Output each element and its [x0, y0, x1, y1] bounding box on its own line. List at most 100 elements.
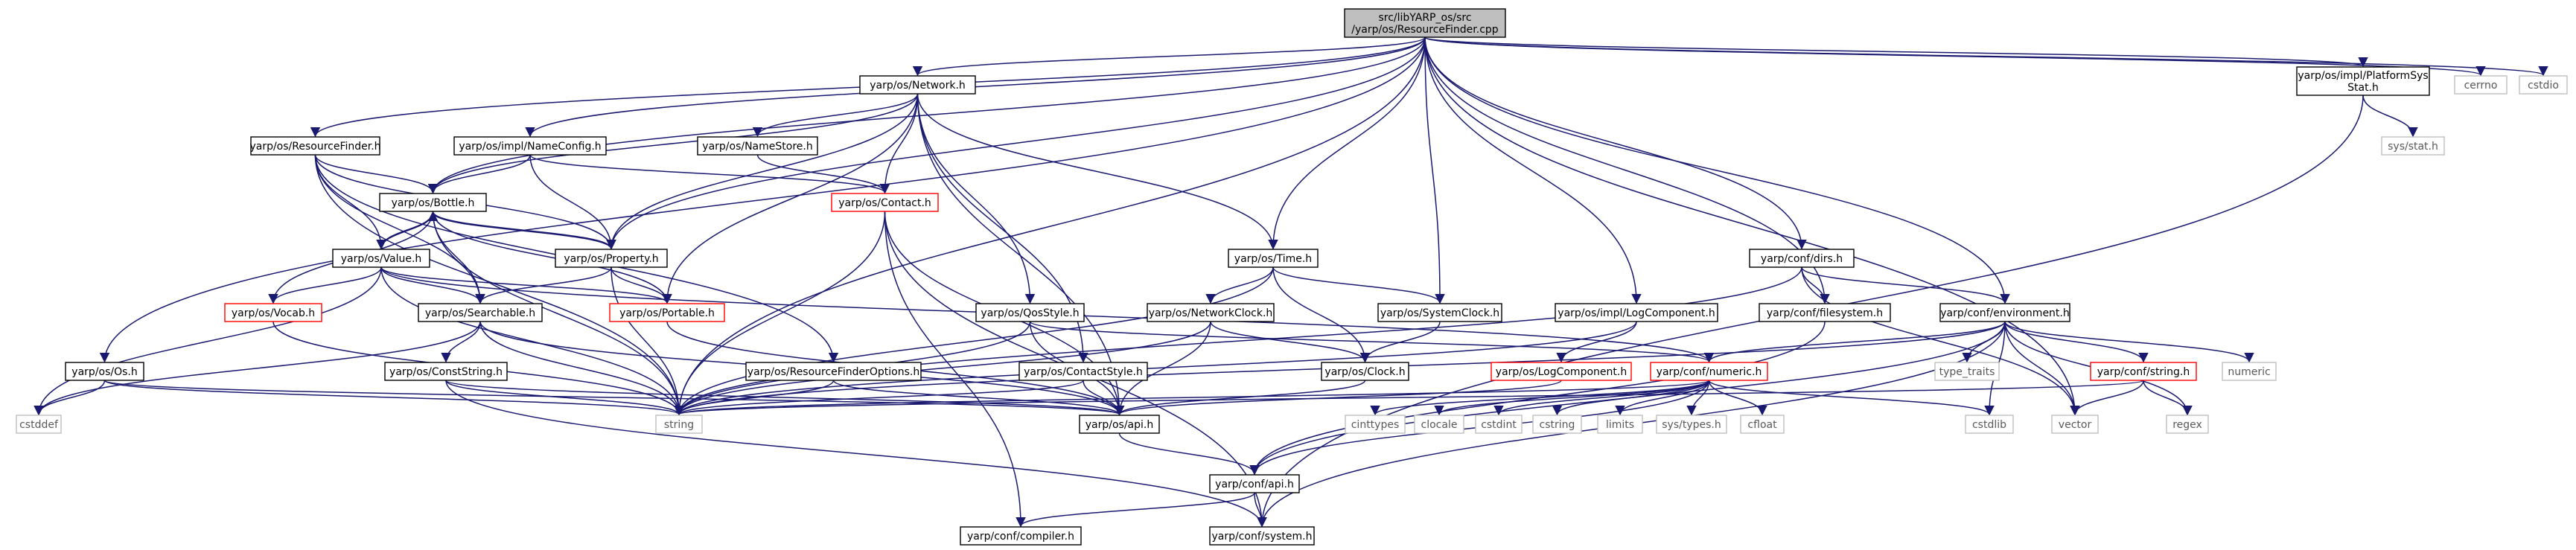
node-box [1939, 303, 2070, 322]
node-root[interactable]: src/libYARP_os/src/yarp/os/ResourceFinde… [1344, 8, 1506, 38]
edge-value-to-string [380, 266, 684, 416]
node-label: yarp/os/Vocab.h [232, 307, 315, 319]
node-box [1209, 474, 1300, 493]
node-netclock[interactable]: yarp/os/NetworkClock.h [1147, 303, 1275, 322]
node-label: yarp/os/QosStyle.h [981, 307, 1079, 319]
node-box [1475, 415, 1523, 434]
node-label: cerrno [2464, 80, 2498, 92]
edge-value-to-cstddef [34, 266, 382, 416]
node-label: yarp/os/Clock.h [1324, 366, 1405, 378]
node-searchable[interactable]: yarp/os/Searchable.h [418, 303, 543, 322]
node-time[interactable]: yarp/os/Time.h [1228, 249, 1319, 268]
node-box [1597, 415, 1643, 434]
edge-time-to-sysclock [1272, 266, 1445, 304]
node-label: yarp/os/Bottle.h [392, 197, 475, 209]
node-namestore[interactable]: yarp/os/NameStore.h [697, 136, 818, 156]
node-vocab[interactable]: yarp/os/Vocab.h [224, 303, 322, 322]
edge-confstring-to-string [675, 380, 2144, 416]
edge-value-to-vocab [268, 266, 382, 304]
node-systypes: sys/types.h [1656, 415, 1727, 434]
node-box [745, 362, 922, 381]
node-label: yarp/os/Searchable.h [425, 307, 535, 319]
edge-clock-to-osapi [1114, 380, 1366, 416]
edge-confapi-to-compiler [1016, 492, 1255, 528]
node-label: cstdint [1481, 419, 1517, 431]
node-network[interactable]: yarp/os/Network.h [859, 75, 976, 95]
node-value[interactable]: yarp/os/Value.h [332, 249, 430, 268]
node-sysclock[interactable]: yarp/os/SystemClock.h [1377, 303, 1502, 322]
node-clock[interactable]: yarp/os/Clock.h [1321, 362, 1409, 381]
node-box [332, 249, 430, 268]
node-label: yarp/os/Property.h [564, 253, 658, 265]
node-cstddef: cstddef [16, 415, 62, 434]
edge-numeric-to-cstdlib [1708, 380, 1995, 416]
node-contactstyle[interactable]: yarp/os/ContactStyle.h [1018, 362, 1148, 381]
node-box [1018, 362, 1148, 381]
node-cstdlib: cstdlib [1965, 415, 2014, 434]
node-label: yarp/os/NetworkClock.h [1149, 307, 1273, 319]
edge-sysclock-to-clock [1359, 321, 1441, 363]
edge-root-to-sysclock [1424, 36, 1445, 304]
node-label: yarp/os/LogComponent.h [1496, 366, 1627, 378]
edge-confstring-to-vector [2070, 380, 2144, 416]
edge-bottle-to-property [432, 211, 616, 250]
node-box [1321, 362, 1409, 381]
node-label: yarp/os/ResourceFinder.h [249, 141, 380, 153]
edge-netclock-to-string [674, 321, 1211, 416]
node-property[interactable]: yarp/os/Property.h [555, 249, 668, 268]
edge-time-to-clock [1272, 266, 1371, 363]
edge-numeric-to-clocale [1434, 380, 1710, 416]
node-osapi[interactable]: yarp/os/api.h [1079, 415, 1160, 434]
node-box [831, 193, 939, 212]
node-rf_h[interactable]: yarp/os/ResourceFinder.h [249, 136, 381, 156]
node-rfoptions[interactable]: yarp/os/ResourceFinderOptions.h [745, 362, 922, 381]
node-box [16, 415, 62, 434]
edge-conststring-to-system [445, 380, 1267, 528]
edge-network-to-bottle [427, 93, 919, 194]
edge-environment-to-vector [2004, 321, 2080, 416]
node-label: yarp/os/Time.h [1234, 253, 1312, 265]
node-oslogcomp[interactable]: yarp/os/LogComponent.h [1491, 362, 1632, 381]
node-numeric[interactable]: yarp/conf/numeric.h [1650, 362, 1768, 381]
node-label: yarp/conf/filesystem.h [1767, 307, 1883, 319]
edge-contact-to-string [674, 211, 886, 416]
node-logcomponent[interactable]: yarp/os/impl/LogComponent.h [1555, 303, 1718, 322]
node-box [379, 193, 487, 212]
node-compiler[interactable]: yarp/conf/compiler.h [960, 526, 1082, 546]
node-label: yarp/conf/dirs.h [1761, 253, 1843, 265]
node-system[interactable]: yarp/conf/system.h [1209, 526, 1315, 546]
node-bottle[interactable]: yarp/os/Bottle.h [379, 193, 487, 212]
node-environment[interactable]: yarp/conf/environment.h [1939, 303, 2070, 322]
node-label: numeric [2228, 366, 2270, 378]
node-label: yarp/os/ConstString.h [389, 366, 503, 378]
edge-namestore-to-contact [756, 154, 890, 194]
node-box [1740, 415, 1785, 434]
node-box [975, 303, 1085, 322]
node-box [65, 362, 144, 381]
edge-bottle-to-value [376, 211, 434, 250]
edge-confdirs-to-vector [1801, 266, 2080, 416]
edge-numeric-to-cinttypes [1370, 380, 1710, 416]
node-box [1079, 415, 1160, 434]
node-confdirs[interactable]: yarp/conf/dirs.h [1749, 249, 1855, 268]
node-nameconfig[interactable]: yarp/os/impl/NameConfig.h [453, 136, 607, 156]
node-conststring[interactable]: yarp/os/ConstString.h [384, 362, 508, 381]
node-confapi[interactable]: yarp/conf/api.h [1209, 474, 1300, 493]
node-contact[interactable]: yarp/os/Contact.h [831, 193, 939, 212]
edge-oslogcomp-to-osapi [1115, 380, 1562, 416]
node-filesystem[interactable]: yarp/conf/filesystem.h [1759, 303, 1891, 322]
node-label: yarp/os/Portable.h [619, 307, 715, 319]
node-label: yarp/conf/system.h [1212, 531, 1313, 543]
edge-osapi-to-confapi [1118, 432, 1260, 476]
node-box [2090, 362, 2197, 381]
edge-platformstat-to-sysstat [2362, 95, 2418, 138]
edge-numeric-to-cfloat [1708, 380, 1767, 416]
node-confstring[interactable]: yarp/conf/string.h [2090, 362, 2197, 381]
node-string: string [655, 415, 703, 434]
node-qosstyle[interactable]: yarp/os/QosStyle.h [975, 303, 1085, 322]
node-portable[interactable]: yarp/os/Portable.h [609, 303, 725, 322]
edge-numeric-to-string [674, 380, 1710, 416]
node-os_h[interactable]: yarp/os/Os.h [65, 362, 144, 381]
edge-bottle-to-portable [432, 211, 672, 304]
